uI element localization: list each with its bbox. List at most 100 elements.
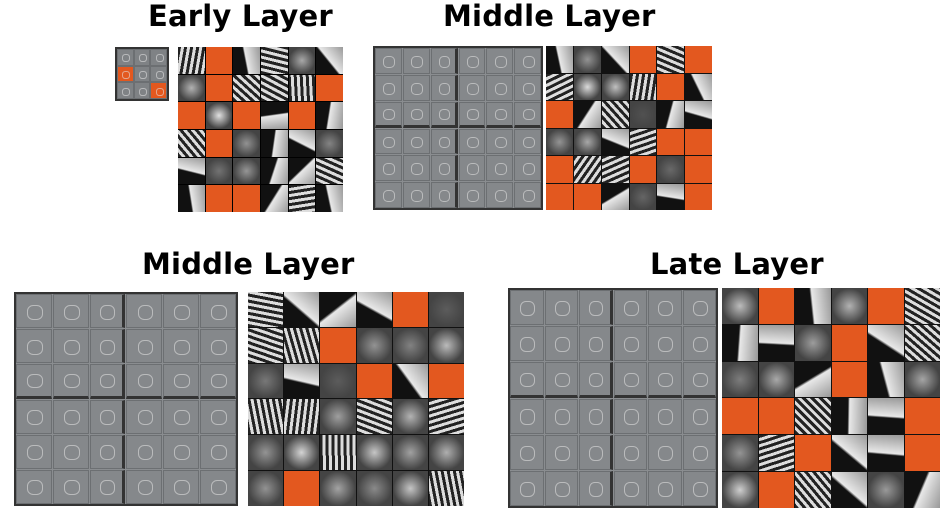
image-patch <box>284 327 320 363</box>
feature-cell <box>648 434 682 470</box>
feature-cell <box>430 101 458 128</box>
image-patch <box>758 324 794 361</box>
image-patch <box>320 327 356 363</box>
image-patch <box>629 73 657 100</box>
image-patch <box>356 435 392 471</box>
patch-cells <box>178 47 343 212</box>
feature-cell <box>89 294 126 329</box>
feature-cell <box>126 294 163 329</box>
feature-cell <box>458 155 486 182</box>
image-patch <box>657 101 685 128</box>
image-patch <box>722 361 758 398</box>
image-patch <box>868 288 904 324</box>
feature-cell <box>579 326 613 362</box>
image-patch <box>233 47 260 74</box>
image-patch <box>233 157 260 185</box>
feature-cell <box>486 182 514 208</box>
image-patch <box>233 74 260 102</box>
image-patch <box>260 129 288 157</box>
image-patch <box>831 435 867 472</box>
feature-cell <box>613 398 647 434</box>
image-patch <box>205 157 233 185</box>
image-patch <box>392 435 428 471</box>
patch-cells <box>546 46 712 210</box>
filter-cell <box>150 82 167 99</box>
image-patch <box>233 102 260 129</box>
image-patch <box>205 129 233 157</box>
image-patch <box>392 292 428 327</box>
image-patch <box>722 398 758 435</box>
image-patch <box>795 435 831 472</box>
feature-cell <box>163 294 200 329</box>
image-patch <box>284 435 320 471</box>
image-patch <box>428 363 464 399</box>
feature-cell <box>375 182 402 208</box>
image-patch <box>657 183 685 210</box>
image-patch <box>428 435 464 471</box>
feature-cell <box>163 329 200 364</box>
feature-cell <box>89 469 126 504</box>
feature-cell <box>89 329 126 364</box>
feature-cell <box>52 364 89 399</box>
feature-cell <box>510 470 544 506</box>
feature-cell <box>544 470 578 506</box>
image-patch <box>260 185 288 212</box>
feature-cell <box>514 155 541 182</box>
feature-cell <box>200 434 236 469</box>
image-patch <box>178 185 205 212</box>
feature-cell <box>16 434 52 469</box>
image-patch <box>260 47 288 74</box>
feature-cell <box>544 362 578 398</box>
image-patch <box>392 363 428 399</box>
feature-cell <box>200 399 236 434</box>
filter-cell <box>133 49 151 66</box>
title-late-layer: Late Layer <box>650 247 824 281</box>
feature-cell <box>579 362 613 398</box>
image-patch <box>758 398 794 435</box>
image-patch <box>178 157 205 185</box>
image-patch <box>356 399 392 435</box>
image-patch <box>428 471 464 506</box>
image-patch <box>178 102 205 129</box>
feature-cell <box>682 290 716 326</box>
image-patch <box>685 46 712 73</box>
feature-cell <box>613 290 647 326</box>
feature-cell <box>430 74 458 101</box>
image-patch <box>260 74 288 102</box>
image-patch <box>288 157 316 185</box>
feature-cell <box>16 294 52 329</box>
feature-cell <box>402 48 430 74</box>
feature-cell <box>52 399 89 434</box>
image-patch <box>356 471 392 506</box>
image-patch <box>284 471 320 506</box>
image-patch <box>316 157 343 185</box>
feature-cell <box>402 155 430 182</box>
image-patch <box>316 185 343 212</box>
image-patch <box>178 47 205 74</box>
feature-cell <box>579 290 613 326</box>
image-patch <box>288 185 316 212</box>
image-patch <box>248 292 284 327</box>
image-patch <box>248 399 284 435</box>
feature-cell <box>200 469 236 504</box>
feature-cell <box>514 48 541 74</box>
image-patch <box>795 398 831 435</box>
feature-cell <box>163 399 200 434</box>
image-patch <box>316 102 343 129</box>
feature-cell <box>52 469 89 504</box>
feature-cell <box>458 48 486 74</box>
image-patch <box>178 74 205 102</box>
feature-cell <box>682 470 716 506</box>
image-patch <box>428 292 464 327</box>
early-patch-grid <box>178 47 343 212</box>
image-patch <box>868 324 904 361</box>
image-patch <box>722 288 758 324</box>
filter-cell <box>117 65 134 83</box>
image-patch <box>248 471 284 506</box>
image-patch <box>248 327 284 363</box>
late-patch-grid <box>722 288 940 508</box>
image-patch <box>284 399 320 435</box>
feature-cell <box>510 398 544 434</box>
image-patch <box>573 46 601 73</box>
image-patch <box>904 361 940 398</box>
